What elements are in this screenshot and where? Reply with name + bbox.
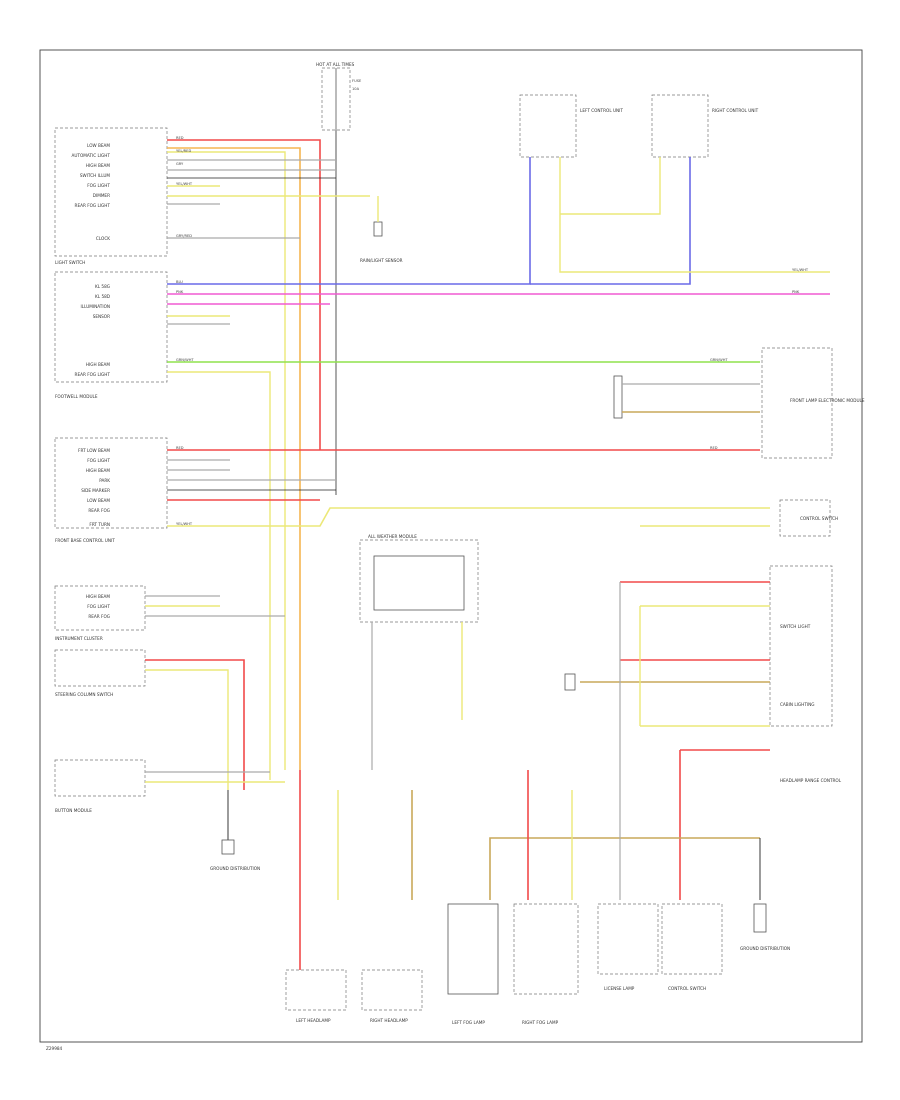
ground-distribution: GROUND DISTRIBUTION xyxy=(210,790,260,871)
left-fog-lamp-label: LEFT FOG LAMP xyxy=(452,1020,485,1025)
steering-column-switch-label: STEERING COLUMN SWITCH xyxy=(55,692,113,697)
button-module: BUTTON MODULE xyxy=(54,759,285,813)
fb-pin-4: PARK xyxy=(99,478,110,483)
rain-light-sensor-2 xyxy=(613,375,760,419)
left-headlamp-label: LEFT HEADLAMP xyxy=(296,1018,331,1023)
steering-column-switch: STEERING COLUMN SWITCH xyxy=(54,649,245,790)
right-control-unit-label: RIGHT CONTROL UNIT xyxy=(712,108,759,113)
footwell-module: KL 58G KL 58D ILLUMINATION SENSOR HIGH B… xyxy=(54,271,168,383)
wire-label-pnk: PNK xyxy=(176,290,184,294)
fb-pin-8: FRT TURN xyxy=(89,522,110,527)
footwell-module-label: FOOTWELL MODULE xyxy=(55,394,98,399)
fb-pin-3: HIGH BEAM xyxy=(86,468,110,473)
right-fog-lamp-label: RIGHT FOG LAMP xyxy=(522,1020,559,1025)
wire-label-pnk-2: PNK xyxy=(792,290,800,294)
cabin-lighting-label: CABIN LIGHTING xyxy=(780,702,815,707)
wire-label-gry-1: GRY xyxy=(176,162,184,166)
fb-pin-7: REAR FOG xyxy=(88,508,110,513)
ic-pin-3: REAR FOG xyxy=(88,614,110,619)
wire-label-yel-red-1: YEL/RED xyxy=(176,149,191,153)
switch-light-label: SWITCH LIGHT xyxy=(780,624,811,629)
svg-text:FUSE: FUSE xyxy=(352,79,362,83)
right-headlamp-label: RIGHT HEADLAMP xyxy=(370,1018,408,1023)
ic-pin-1: HIGH BEAM xyxy=(86,594,110,599)
ls-pin-1: LOW BEAM xyxy=(87,143,110,148)
left-control-unit: LEFT CONTROL UNIT xyxy=(519,94,623,158)
right-headlamp: RIGHT HEADLAMP xyxy=(361,969,423,1023)
front-lamp-electronic-module-label: FRONT LAMP ELECTRONIC MODULE xyxy=(790,398,865,403)
hot-at-all-times-block: HOT AT ALL TIMES FUSE 10A xyxy=(316,62,362,495)
ls-pin-9: KL 58G xyxy=(95,284,110,289)
ls-pin-12: SENSOR xyxy=(93,314,110,319)
light-switch-label: LIGHT SWITCH xyxy=(55,260,85,265)
light-switch-wires: RED YEL/RED GRY YEL/WHT GRY/RED xyxy=(167,136,370,770)
bottom-bus xyxy=(299,770,761,970)
wire-label-red-2: RED xyxy=(176,446,184,450)
ls-pin-6: DIMMER xyxy=(93,193,110,198)
front-base-control-unit-label: FRONT BASE CONTROL UNIT xyxy=(55,538,115,543)
ls-pin-10: KL 58D xyxy=(95,294,110,299)
ls-pin-4: SWITCH ILLUM xyxy=(80,173,111,178)
left-control-unit-label: LEFT CONTROL UNIT xyxy=(580,108,623,113)
ls-pin-5: FOG LIGHT xyxy=(87,183,110,188)
ground-bottom-right: GROUND DISTRIBUTION xyxy=(740,903,790,951)
front-base-control-unit: FRT LOW BEAM FOG LIGHT HIGH BEAM PARK SI… xyxy=(54,437,168,529)
hot-at-all-times-label: HOT AT ALL TIMES xyxy=(316,62,355,67)
fb-pin-5: SIDE MARKER xyxy=(81,488,110,493)
right-fog-lamp: RIGHT FOG LAMP xyxy=(513,903,579,1025)
wire-label-blu: BLU xyxy=(176,280,183,284)
control-switch-bottom: CONTROL SWITCH xyxy=(661,903,723,991)
instrument-cluster-label: INSTRUMENT CLUSTER xyxy=(55,636,103,641)
control-switch-bottom-label: CONTROL SWITCH xyxy=(668,986,706,991)
right-control-unit: RIGHT CONTROL UNIT xyxy=(651,94,759,158)
ground-distribution-label: GROUND DISTRIBUTION xyxy=(210,866,260,871)
switch-light: SWITCH LIGHT CABIN LIGHTING HEADLAMP RAN… xyxy=(580,565,842,900)
fb-pin-6: LOW BEAM xyxy=(87,498,110,503)
all-weather-module: ALL WEATHER MODULE xyxy=(359,534,479,770)
fw-pin-1: HIGH BEAM xyxy=(86,362,110,367)
ls-pin-11: ILLUMINATION xyxy=(81,304,111,309)
wire-label-grn-wht: GRN/WHT xyxy=(176,358,194,362)
headlamp-range-control-label: HEADLAMP RANGE CONTROL xyxy=(780,778,842,783)
ground-bottom-right-label: GROUND DISTRIBUTION xyxy=(740,946,790,951)
diagram-frame xyxy=(39,49,863,1043)
license-lamp-label: LICENSE LAMP xyxy=(604,986,635,991)
fw-pin-2: REAR FOG LIGHT xyxy=(75,372,111,377)
ls-pin-7: REAR FOG LIGHT xyxy=(75,203,111,208)
ls-pin-8: CLOCK xyxy=(96,236,110,241)
all-weather-module-label: ALL WEATHER MODULE xyxy=(368,534,417,539)
fb-pin-2: FOG LIGHT xyxy=(87,458,110,463)
license-lamp: LICENSE LAMP xyxy=(597,903,659,991)
wire-label-red-3: RED xyxy=(710,446,718,450)
wire-label-yel-wht-2: YEL/WHT xyxy=(792,268,809,272)
fb-pin-1: FRT LOW BEAM xyxy=(78,448,110,453)
front-lamp-electronic-module: FRONT LAMP ELECTRONIC MODULE xyxy=(761,347,865,459)
wire-label-red-1: RED xyxy=(176,136,184,140)
control-switch: CONTROL SWITCH xyxy=(779,499,838,537)
wire-label-grn-wht-2: GRN/WHT xyxy=(710,358,728,362)
rain-sensor-box xyxy=(564,673,576,691)
wire-label-gry-red-1: GRY/RED xyxy=(176,234,192,238)
control-switch-label: CONTROL SWITCH xyxy=(800,516,838,521)
front-base-wires: RED YEL/WHT RED xyxy=(167,446,770,527)
footer-code: Z29984 xyxy=(46,1046,63,1051)
button-module-label: BUTTON MODULE xyxy=(55,808,92,813)
main-buses: BLU PNK GRN/WHT YEL/WHT PNK GRN/WHT xyxy=(167,157,830,780)
svg-text:10A: 10A xyxy=(352,87,360,91)
rain-light-sensor: RAIN/LIGHT SENSOR xyxy=(360,196,403,263)
instrument-cluster: HIGH BEAM FOG LIGHT REAR FOG xyxy=(54,585,285,631)
wire-label-yel-wht-1: YEL/WHT xyxy=(176,182,193,186)
ic-pin-2: FOG LIGHT xyxy=(87,604,110,609)
left-fog-lamp: LEFT FOG LAMP xyxy=(447,903,499,1025)
ls-pin-2: AUTOMATIC LIGHT xyxy=(71,153,110,158)
ls-pin-3: HIGH BEAM xyxy=(86,163,110,168)
light-switch: LOW BEAM AUTOMATIC LIGHT HIGH BEAM SWITC… xyxy=(54,127,168,257)
wire-label-yel-wht-3: YEL/WHT xyxy=(176,522,193,526)
rain-light-sensor-label: RAIN/LIGHT SENSOR xyxy=(360,258,403,263)
left-headlamp: LEFT HEADLAMP xyxy=(285,969,347,1023)
